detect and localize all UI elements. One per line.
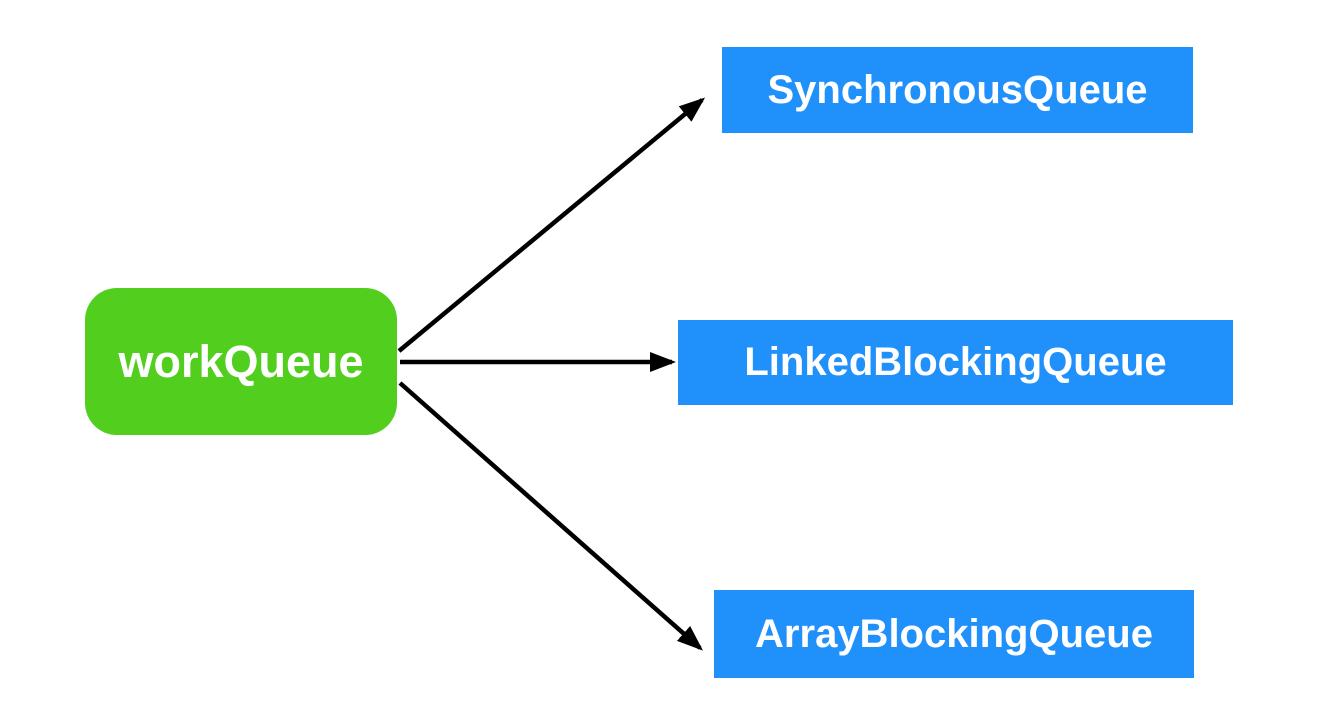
node-arrayblockingqueue: ArrayBlockingQueue — [714, 590, 1194, 678]
node-synchronousqueue: SynchronousQueue — [722, 47, 1193, 133]
arrow-workqueue-to-synchronousqueue — [397, 97, 706, 353]
arrow-workqueue-to-arrayblockingqueue — [398, 381, 703, 651]
node-workqueue: workQueue — [85, 288, 397, 435]
node-linkedblockingqueue: LinkedBlockingQueue — [678, 320, 1233, 405]
